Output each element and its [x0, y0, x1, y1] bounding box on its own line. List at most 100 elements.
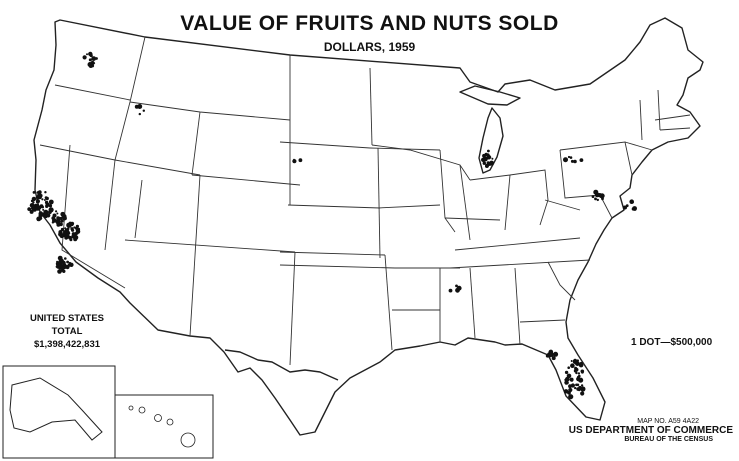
dot [59, 216, 63, 220]
dot [32, 191, 36, 194]
dot [487, 149, 490, 153]
dot [89, 53, 93, 58]
dot-legend: 1 DOT—$500,000 [631, 337, 713, 348]
dot [601, 197, 604, 201]
dot [570, 379, 574, 382]
dot [578, 374, 581, 378]
dot [32, 201, 35, 204]
dot [64, 227, 67, 230]
dot [64, 257, 67, 260]
department: US DEPARTMENT OF COMMERCE [568, 425, 733, 436]
dot [60, 212, 63, 215]
dot [593, 189, 599, 195]
dot [67, 235, 71, 239]
dot [62, 261, 66, 265]
dot [37, 193, 42, 199]
dot [41, 205, 44, 209]
dot [570, 360, 573, 362]
dot [569, 156, 573, 159]
dot [582, 388, 585, 392]
total-line-2: TOTAL [51, 326, 83, 337]
dot [52, 213, 57, 218]
dot [48, 204, 53, 208]
dot [482, 153, 486, 158]
dot [29, 209, 34, 214]
dot [568, 387, 573, 393]
us-outline [33, 17, 704, 436]
dot [91, 56, 97, 61]
dot [573, 159, 577, 164]
dot [42, 208, 45, 211]
dot [579, 158, 584, 163]
dot [484, 157, 487, 160]
dot [68, 221, 72, 225]
dot [142, 109, 145, 112]
dot [66, 266, 69, 270]
dot [138, 112, 141, 116]
dot [75, 224, 79, 228]
dot [56, 216, 61, 221]
total-line-1: UNITED STATES [29, 313, 105, 324]
dot [563, 389, 569, 394]
dot [36, 191, 40, 194]
dot [29, 203, 35, 208]
dot [71, 233, 77, 239]
state-borders [39, 36, 691, 366]
dot [482, 161, 486, 165]
dot [44, 191, 47, 194]
dot [57, 263, 61, 267]
dot [547, 352, 553, 358]
dot [55, 265, 58, 268]
dot [62, 216, 67, 221]
dot [577, 372, 581, 375]
dot [60, 227, 64, 232]
dot [570, 159, 574, 163]
dot [570, 364, 573, 367]
dot [137, 104, 143, 109]
dot [46, 213, 51, 218]
dot [551, 356, 556, 361]
total-value: $1,398,422,831 [33, 339, 101, 350]
dot [27, 207, 32, 212]
dot [71, 228, 75, 232]
dot [564, 370, 569, 375]
dot [448, 288, 453, 293]
dot [591, 195, 595, 199]
dot [580, 384, 584, 387]
dot [629, 199, 634, 204]
dot [45, 196, 49, 201]
dot [31, 206, 36, 211]
bureau: BUREAU OF THE CENSUS [624, 436, 713, 443]
dot [66, 260, 69, 264]
dot [38, 211, 44, 216]
dot [485, 163, 489, 168]
dot [578, 362, 584, 368]
dot [580, 391, 585, 396]
dot [64, 235, 69, 240]
dot [95, 57, 98, 60]
alaska-inset [2, 365, 116, 459]
dot-clusters [27, 51, 637, 400]
dot [486, 161, 490, 165]
dot [31, 196, 37, 202]
dot [576, 383, 580, 387]
dot [567, 366, 570, 370]
map-title: VALUE OF FRUITS AND NUTS SOLD [180, 12, 559, 35]
dot [574, 386, 577, 390]
dot [455, 284, 458, 288]
dot [553, 351, 559, 357]
dot [62, 269, 66, 273]
dot [35, 200, 40, 204]
dot [56, 222, 61, 227]
dot [43, 199, 46, 201]
dot [573, 360, 579, 365]
dot [76, 228, 80, 232]
dot [45, 203, 50, 208]
dot [68, 232, 71, 235]
dot [41, 198, 44, 201]
dot [575, 371, 578, 375]
dot [491, 157, 494, 160]
dot [563, 157, 568, 163]
dot [56, 212, 59, 215]
